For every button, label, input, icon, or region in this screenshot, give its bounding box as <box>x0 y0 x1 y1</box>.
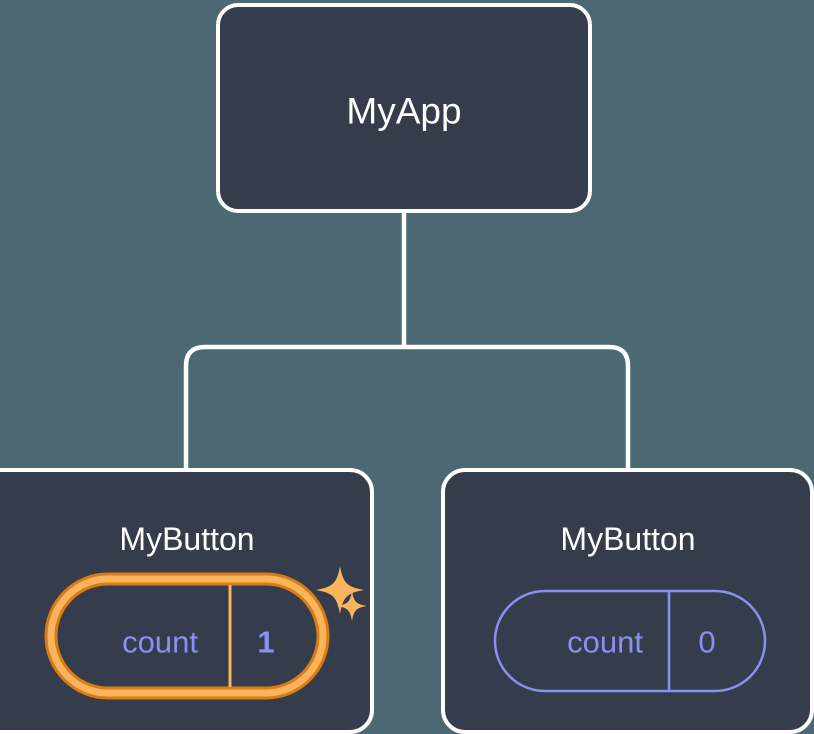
sparkle-small-icon <box>337 591 367 621</box>
node-mybutton-highlighted-box <box>0 468 374 734</box>
connector-bus-right <box>404 344 631 470</box>
state-value-idle: 0 <box>698 625 715 660</box>
node-myapp-box <box>216 3 592 213</box>
sparkle-group <box>316 566 367 621</box>
node-mybutton-idle-box <box>441 468 814 734</box>
node-mybutton-idle-label: MyButton <box>560 521 695 557</box>
state-pill-idle-outline <box>493 589 767 693</box>
node-myapp-label: MyApp <box>346 91 461 132</box>
node-myapp[interactable]: MyApp <box>216 3 592 213</box>
connector-bus-left <box>183 344 404 470</box>
state-pill-highlighted[interactable]: count 1 <box>44 572 330 700</box>
state-value-highlighted: 1 <box>257 625 274 660</box>
state-pill-idle[interactable]: count 0 <box>493 589 767 693</box>
node-mybutton-idle[interactable]: MyButton count 0 <box>441 468 814 734</box>
node-mybutton-highlighted[interactable]: MyButton count 1 <box>0 468 374 734</box>
state-key-idle: count <box>567 625 643 660</box>
sparkle-large-icon <box>316 566 364 614</box>
node-mybutton-highlighted-label: MyButton <box>119 521 254 557</box>
tree-connectors <box>183 209 631 470</box>
state-pill-inner-ring <box>47 575 327 697</box>
state-key-highlighted: count <box>122 625 198 660</box>
